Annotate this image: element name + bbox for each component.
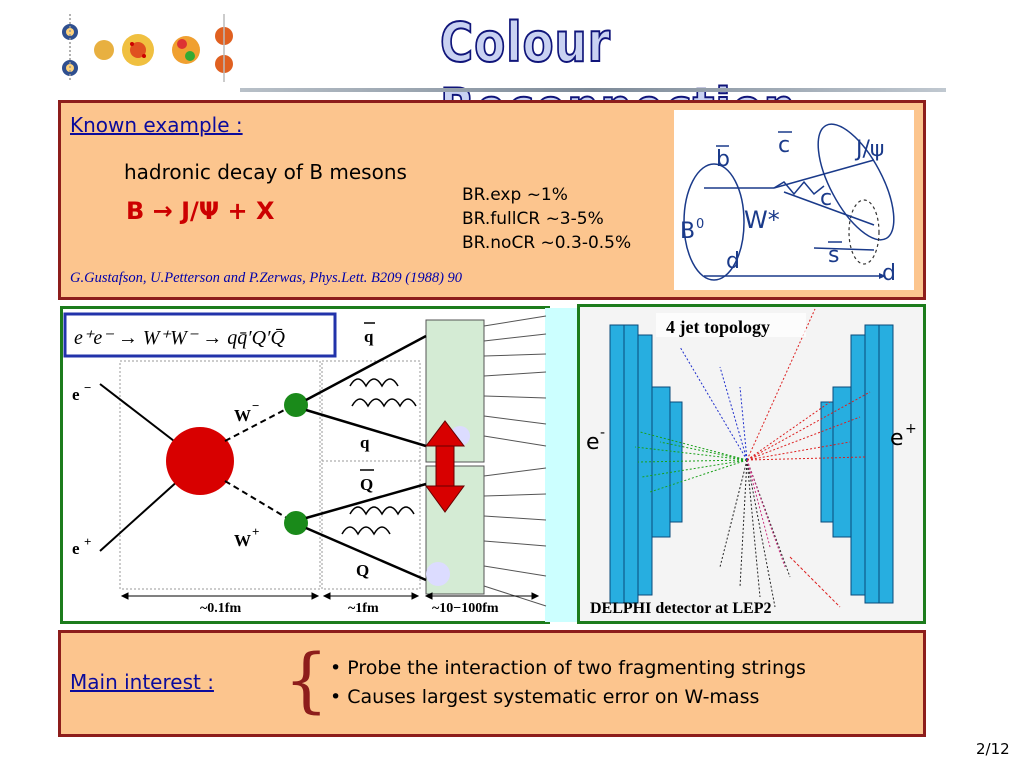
d1-label: d — [726, 249, 740, 274]
collision-burst-icon — [94, 34, 154, 66]
jpsi-label: J/ψ — [854, 137, 884, 162]
scale-10-100fm: ~10−100fm — [432, 601, 499, 616]
c-label: c — [820, 186, 832, 211]
b-decay-formula: B → J/Ψ + X — [126, 197, 275, 225]
br-exp: BR.exp ~1% — [462, 185, 568, 205]
event-logos — [62, 14, 233, 82]
bullet-systematic-error: • Causes largest systematic error on W-m… — [330, 686, 760, 708]
svg-text:+: + — [84, 534, 91, 549]
main-interest-box — [58, 630, 926, 737]
b0-ellipse — [683, 163, 745, 281]
detector-caption: DELPHI detector at LEP2 — [590, 600, 771, 617]
w-minus-label: W — [234, 406, 251, 425]
jpsi-ellipse — [817, 123, 895, 241]
e-minus-label: e — [72, 385, 80, 404]
page-number: 2/12 — [976, 740, 1010, 758]
w-plus-vertex — [284, 511, 308, 535]
reaction-formula: e⁺e⁻ → W⁺W⁻ → qq̄′Q′Q̄ — [74, 327, 285, 349]
main-interest-heading: Main interest : — [70, 670, 214, 694]
cbar-label: c — [778, 133, 790, 158]
delphi-event-display: 4 jet topology e - e + DELPHI detector a… — [580, 307, 923, 621]
b0-sup-label: 0 — [696, 217, 704, 232]
scale-1fm: ~1fm — [348, 601, 379, 616]
cyan-strip — [545, 308, 579, 622]
s-dashed-ellipse — [848, 199, 880, 265]
b-meson-decay-diagram: b c J/ψ c W* B 0 s d d — [674, 110, 914, 290]
interaction-vertex — [166, 427, 234, 495]
reconnection-arrow — [424, 420, 466, 513]
w-boson-icon — [172, 14, 233, 82]
blob-lower — [426, 562, 450, 586]
svg-text:+: + — [252, 524, 259, 539]
citation: G.Gustafson, U.Petterson and P.Zerwas, P… — [70, 270, 463, 286]
reaction-box — [63, 312, 337, 358]
detector-right — [820, 324, 894, 604]
svg-text:−: − — [84, 380, 91, 395]
feynman-diagram: e⁺e⁻ → W⁺W⁻ → qq̄′Q′Q̄ e − e + W − W — [63, 312, 547, 616]
scale-0-1fm: ~0.1fm — [200, 601, 241, 616]
known-example-heading: Known example : — [70, 113, 243, 137]
brace-icon: { — [284, 639, 329, 721]
detector-left — [609, 324, 683, 604]
br-fullcr: BR.fullCR ~3-5% — [462, 209, 604, 229]
w-minus-vertex — [284, 393, 308, 417]
hadronic-decay-text: hadronic decay of B mesons — [124, 160, 407, 184]
b0-label: B — [680, 219, 695, 244]
green-jet — [634, 431, 748, 493]
qbar-label: q — [364, 327, 374, 346]
e-minus-beam-label: e — [586, 430, 600, 455]
bullet-probe-strings: • Probe the interaction of two fragmenti… — [330, 657, 806, 679]
wstar-label: W* — [744, 206, 780, 234]
topology-label: 4 jet topology — [666, 317, 770, 337]
blue-jet — [679, 346, 748, 461]
br-nocr: BR.noCR ~0.3-0.5% — [462, 233, 632, 253]
Qbar-label: Q — [360, 475, 373, 494]
red-jet — [746, 308, 871, 461]
d2-label: d — [882, 261, 896, 286]
bbar-label: b — [716, 147, 730, 172]
c-quark-icon — [62, 14, 78, 82]
svg-text:+: + — [905, 421, 917, 437]
title-rule — [240, 88, 946, 92]
w-plus-label: W — [234, 531, 251, 550]
svg-text:−: − — [252, 398, 259, 413]
e-plus-beam-label: e — [890, 426, 904, 451]
sbar-label: s — [828, 243, 839, 268]
Q-label: Q — [356, 561, 369, 580]
q-label: q — [360, 433, 370, 452]
e-plus-label: e — [72, 539, 80, 558]
svg-text:-: - — [600, 425, 605, 441]
